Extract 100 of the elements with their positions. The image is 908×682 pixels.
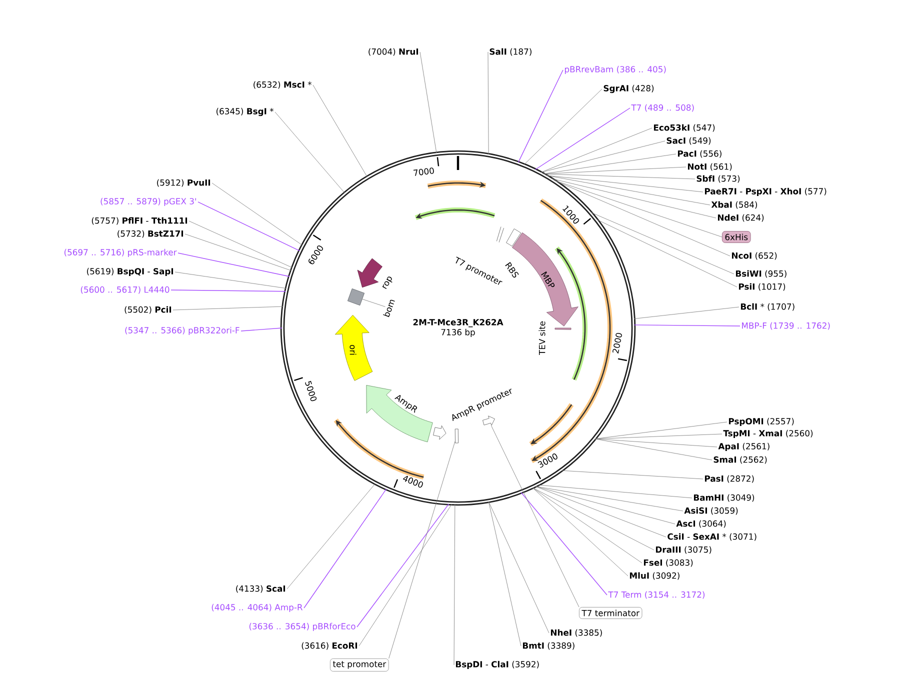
primer-label: (5347 .. 5366) pBR322ori-F xyxy=(125,326,240,336)
site-label: (3616) EcoRI xyxy=(302,642,358,650)
leader-line xyxy=(454,504,456,666)
leader-line xyxy=(212,182,303,246)
primer-label: (5697 .. 5716) pRS-marker xyxy=(64,248,177,258)
site-label: SmaI (2562) xyxy=(714,456,767,464)
leader-line xyxy=(540,140,666,173)
leader-line xyxy=(524,88,602,165)
feature-box: 6xHis xyxy=(722,231,751,243)
site-label: SacI (549) xyxy=(666,137,711,145)
leader-line xyxy=(535,486,666,538)
site-label: AsiSI (3059) xyxy=(684,507,738,515)
site-label: CsiI - SexAI* (3071) xyxy=(668,533,756,541)
leader-line xyxy=(188,220,293,268)
leader-line xyxy=(561,470,704,480)
tick-label: 7000 xyxy=(413,168,434,176)
leader-line xyxy=(198,202,300,252)
leader-line xyxy=(594,438,718,448)
leader-line xyxy=(356,504,450,628)
leader-line xyxy=(543,174,696,180)
node-label: rop xyxy=(382,276,392,290)
site-label: BmtI (3389) xyxy=(522,642,574,650)
leader-line xyxy=(551,178,716,218)
leader-line xyxy=(543,154,676,174)
leader-line xyxy=(388,441,456,659)
site-label: (4133) ScaI xyxy=(236,585,286,593)
site-label: BspDI - ClaI (3592) xyxy=(456,660,539,670)
primer-label: (5600 .. 5617) L4440 xyxy=(80,286,170,294)
tick-label: 5000 xyxy=(305,380,317,402)
site-label: (5912) PvuII xyxy=(157,179,210,187)
primer-label: pBRrevBam (386 .. 405) xyxy=(564,66,666,74)
leader-line xyxy=(488,52,489,155)
leader-line xyxy=(540,128,652,173)
site-label: PasI (2872) xyxy=(704,475,754,483)
leader-line xyxy=(534,108,630,170)
site-label: (6345) BsgI* xyxy=(216,108,274,116)
site-label: Eco53kI (547) xyxy=(654,124,715,132)
site-label: DraIII (3075) xyxy=(656,546,712,554)
gene-feature: rop xyxy=(357,258,392,290)
leader-line xyxy=(184,234,292,271)
leader-line xyxy=(274,112,345,194)
primer-label: (3636 .. 3654) pBRforEco xyxy=(249,622,356,632)
leader-line xyxy=(535,486,684,512)
leader-line xyxy=(634,324,740,326)
site-label: (5757) PflFI - Tth111I xyxy=(92,217,188,225)
site-label: ApaI (2561) xyxy=(718,442,770,452)
leader-line xyxy=(240,328,282,332)
feature-box: T7 terminator xyxy=(579,607,642,619)
site-label: SgrAI (428) xyxy=(604,84,654,94)
primer-label: T7 (489 .. 508) xyxy=(631,104,694,112)
leader-line xyxy=(304,488,387,608)
site-label: PsiI (1017) xyxy=(738,283,786,291)
site-label: NotI (561) xyxy=(688,163,732,171)
leader-line xyxy=(532,487,654,550)
primer-label: (5857 .. 5879) pGEX 3' xyxy=(100,198,196,206)
leader-line xyxy=(546,175,704,192)
leader-line xyxy=(178,252,290,277)
site-label: (5732) BstZ17I xyxy=(118,230,184,238)
leader-line xyxy=(312,84,368,178)
primer-label: (4045 .. 4064) Amp-R xyxy=(212,604,303,612)
site-label: BsiWI (955) xyxy=(736,270,786,278)
site-label: XbaI (584) xyxy=(711,201,758,209)
primer-label: MBP-F (1739 .. 1762) xyxy=(742,322,830,330)
leader-line xyxy=(170,290,286,292)
site-label: MluI (3092) xyxy=(630,572,680,580)
site-label: PaeR7I - PspXI - XhoI (577) xyxy=(704,188,826,196)
tick-label: 2000 xyxy=(612,332,622,354)
site-label: BclI* (1707) xyxy=(740,303,794,311)
site-label: BamHI (3049) xyxy=(694,494,754,502)
leader-line xyxy=(554,180,730,256)
site-label: SbfI (573) xyxy=(696,175,740,183)
tick-label: 4000 xyxy=(402,476,423,488)
site-label: PspOMI (2557) xyxy=(728,418,794,426)
leader-line xyxy=(596,219,738,288)
leader-line xyxy=(535,486,676,524)
leader-line xyxy=(420,52,437,154)
leader-line xyxy=(518,70,564,163)
leader-line xyxy=(362,298,386,307)
leader-line xyxy=(634,306,740,319)
site-label: TspMI - XmaI (2560) xyxy=(723,430,813,438)
site-label: (5619) BspQI - SapI xyxy=(87,268,174,276)
site-label: NcoI (652) xyxy=(732,252,777,260)
leader-line xyxy=(174,272,287,289)
leader-line xyxy=(172,306,284,310)
promoter-feature xyxy=(482,416,495,426)
site-label: SalI (187) xyxy=(490,48,532,56)
feature-label: bom xyxy=(383,300,395,318)
leader-line xyxy=(286,483,376,590)
leader-line xyxy=(546,175,710,206)
gene-feature: ori xyxy=(334,314,373,381)
site-label: NheI (3385) xyxy=(550,629,602,637)
leader-line xyxy=(538,484,692,498)
site-label: (5502) PciI xyxy=(124,306,172,314)
site-label: FseI (3083) xyxy=(644,559,693,567)
site-label: (6532) MscI* xyxy=(254,81,312,89)
site-label: AscI (3064) xyxy=(676,520,726,528)
leader-line xyxy=(532,487,642,564)
site-label: NdeI (624) xyxy=(718,214,764,222)
leader-line xyxy=(532,487,628,576)
primer-label: T7 Term (3154 .. 3172) xyxy=(608,591,704,599)
